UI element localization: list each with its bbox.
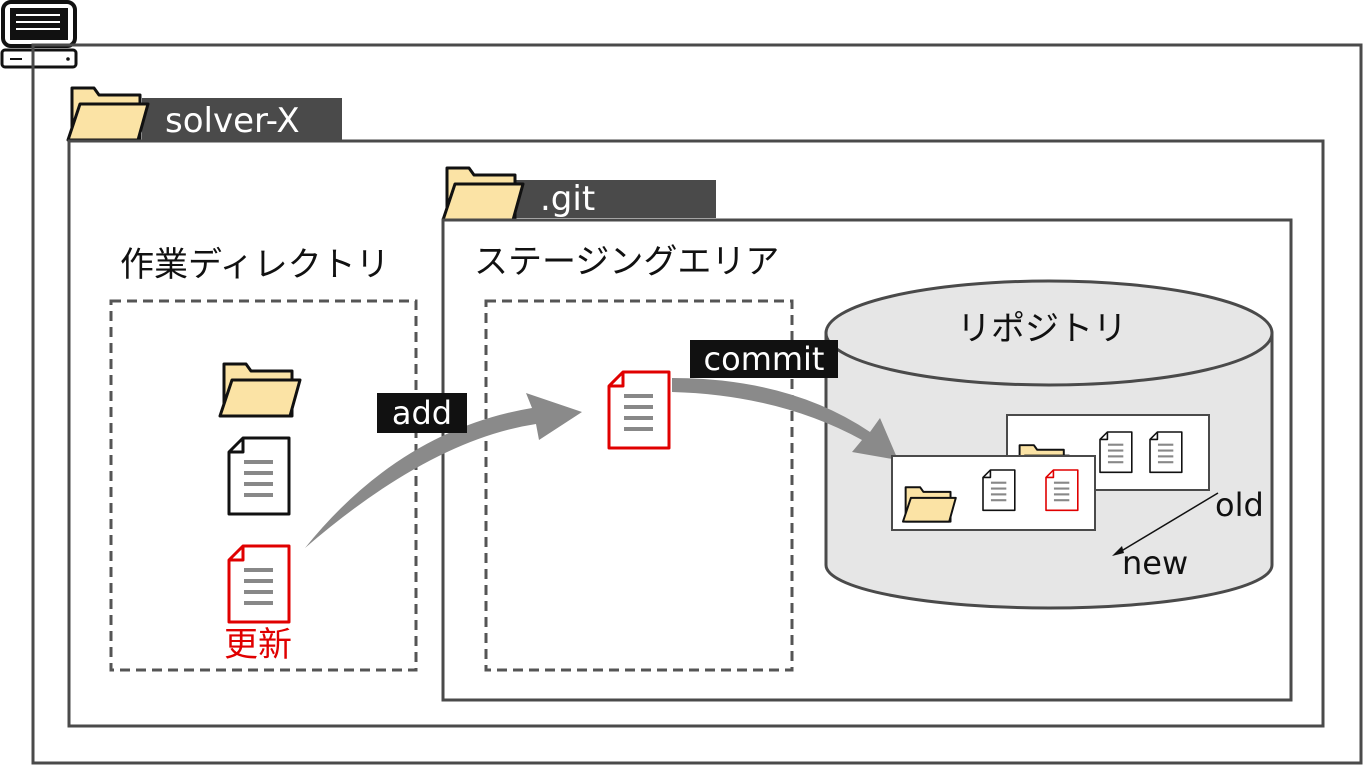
staging-area-title: ステージングエリア xyxy=(474,242,779,282)
git-folder-icon xyxy=(441,166,525,222)
new-updated-document-icon xyxy=(1044,468,1079,512)
git-tag-label: .git xyxy=(540,179,595,219)
commit-arrow xyxy=(672,378,898,460)
repository-title: リポジトリ xyxy=(957,309,1127,349)
updated-label: 更新 xyxy=(224,625,292,665)
git-tag-background xyxy=(516,180,716,218)
old-label: old xyxy=(1215,486,1264,524)
new-commit-snapshot xyxy=(891,455,1096,531)
solver-folder-tag: solver-X xyxy=(66,86,342,142)
git-boundary xyxy=(441,218,1293,702)
solver-folder-icon xyxy=(66,86,150,142)
solver-boundary xyxy=(67,139,1325,728)
computer-icon xyxy=(0,0,78,69)
working-dir-area xyxy=(109,299,418,672)
folder-icon xyxy=(218,362,302,418)
new-label: new xyxy=(1122,544,1188,582)
add-label: add xyxy=(392,394,452,432)
commit-label-background xyxy=(690,340,838,378)
old-document-icon xyxy=(1098,430,1133,474)
add-label-background xyxy=(377,393,467,433)
staging-area xyxy=(484,299,794,672)
computer-boundary xyxy=(31,43,1363,765)
solver-tag-background xyxy=(142,98,342,140)
updated-document-icon xyxy=(227,544,291,624)
history-arrow xyxy=(1112,492,1219,556)
commit-label: commit xyxy=(704,340,825,378)
working-dir-title: 作業ディレクトリ xyxy=(120,245,390,285)
add-arrow xyxy=(305,393,582,548)
old-document-icon xyxy=(1148,430,1183,474)
git-folder-tag: .git xyxy=(441,166,716,222)
solver-tag-label: solver-X xyxy=(165,101,300,141)
document-icon xyxy=(227,436,291,516)
new-folder-icon xyxy=(902,486,957,523)
staged-document-icon xyxy=(607,370,671,450)
new-document-icon xyxy=(981,468,1016,512)
